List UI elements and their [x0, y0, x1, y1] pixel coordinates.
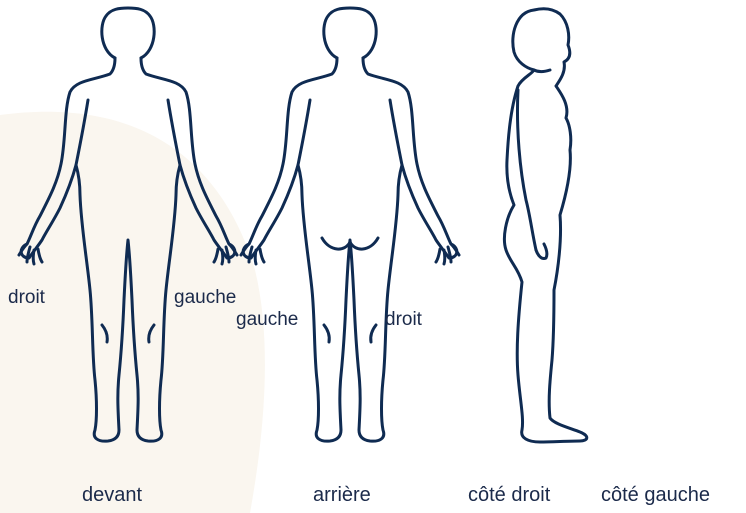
right-side-body-figure	[504, 9, 586, 442]
front-body-figure	[19, 8, 237, 441]
caption-back: arrière	[313, 484, 371, 506]
back-body-figure	[241, 8, 459, 441]
caption-right-side: côté droit	[468, 484, 550, 506]
caption-front: devant	[82, 484, 142, 506]
back-left-side-label: gauche	[236, 309, 298, 331]
back-right-side-label: droit	[385, 309, 422, 331]
front-left-side-label: gauche	[174, 287, 236, 309]
front-right-side-label: droit	[8, 287, 45, 309]
caption-left-side: côté gauche	[601, 484, 710, 506]
